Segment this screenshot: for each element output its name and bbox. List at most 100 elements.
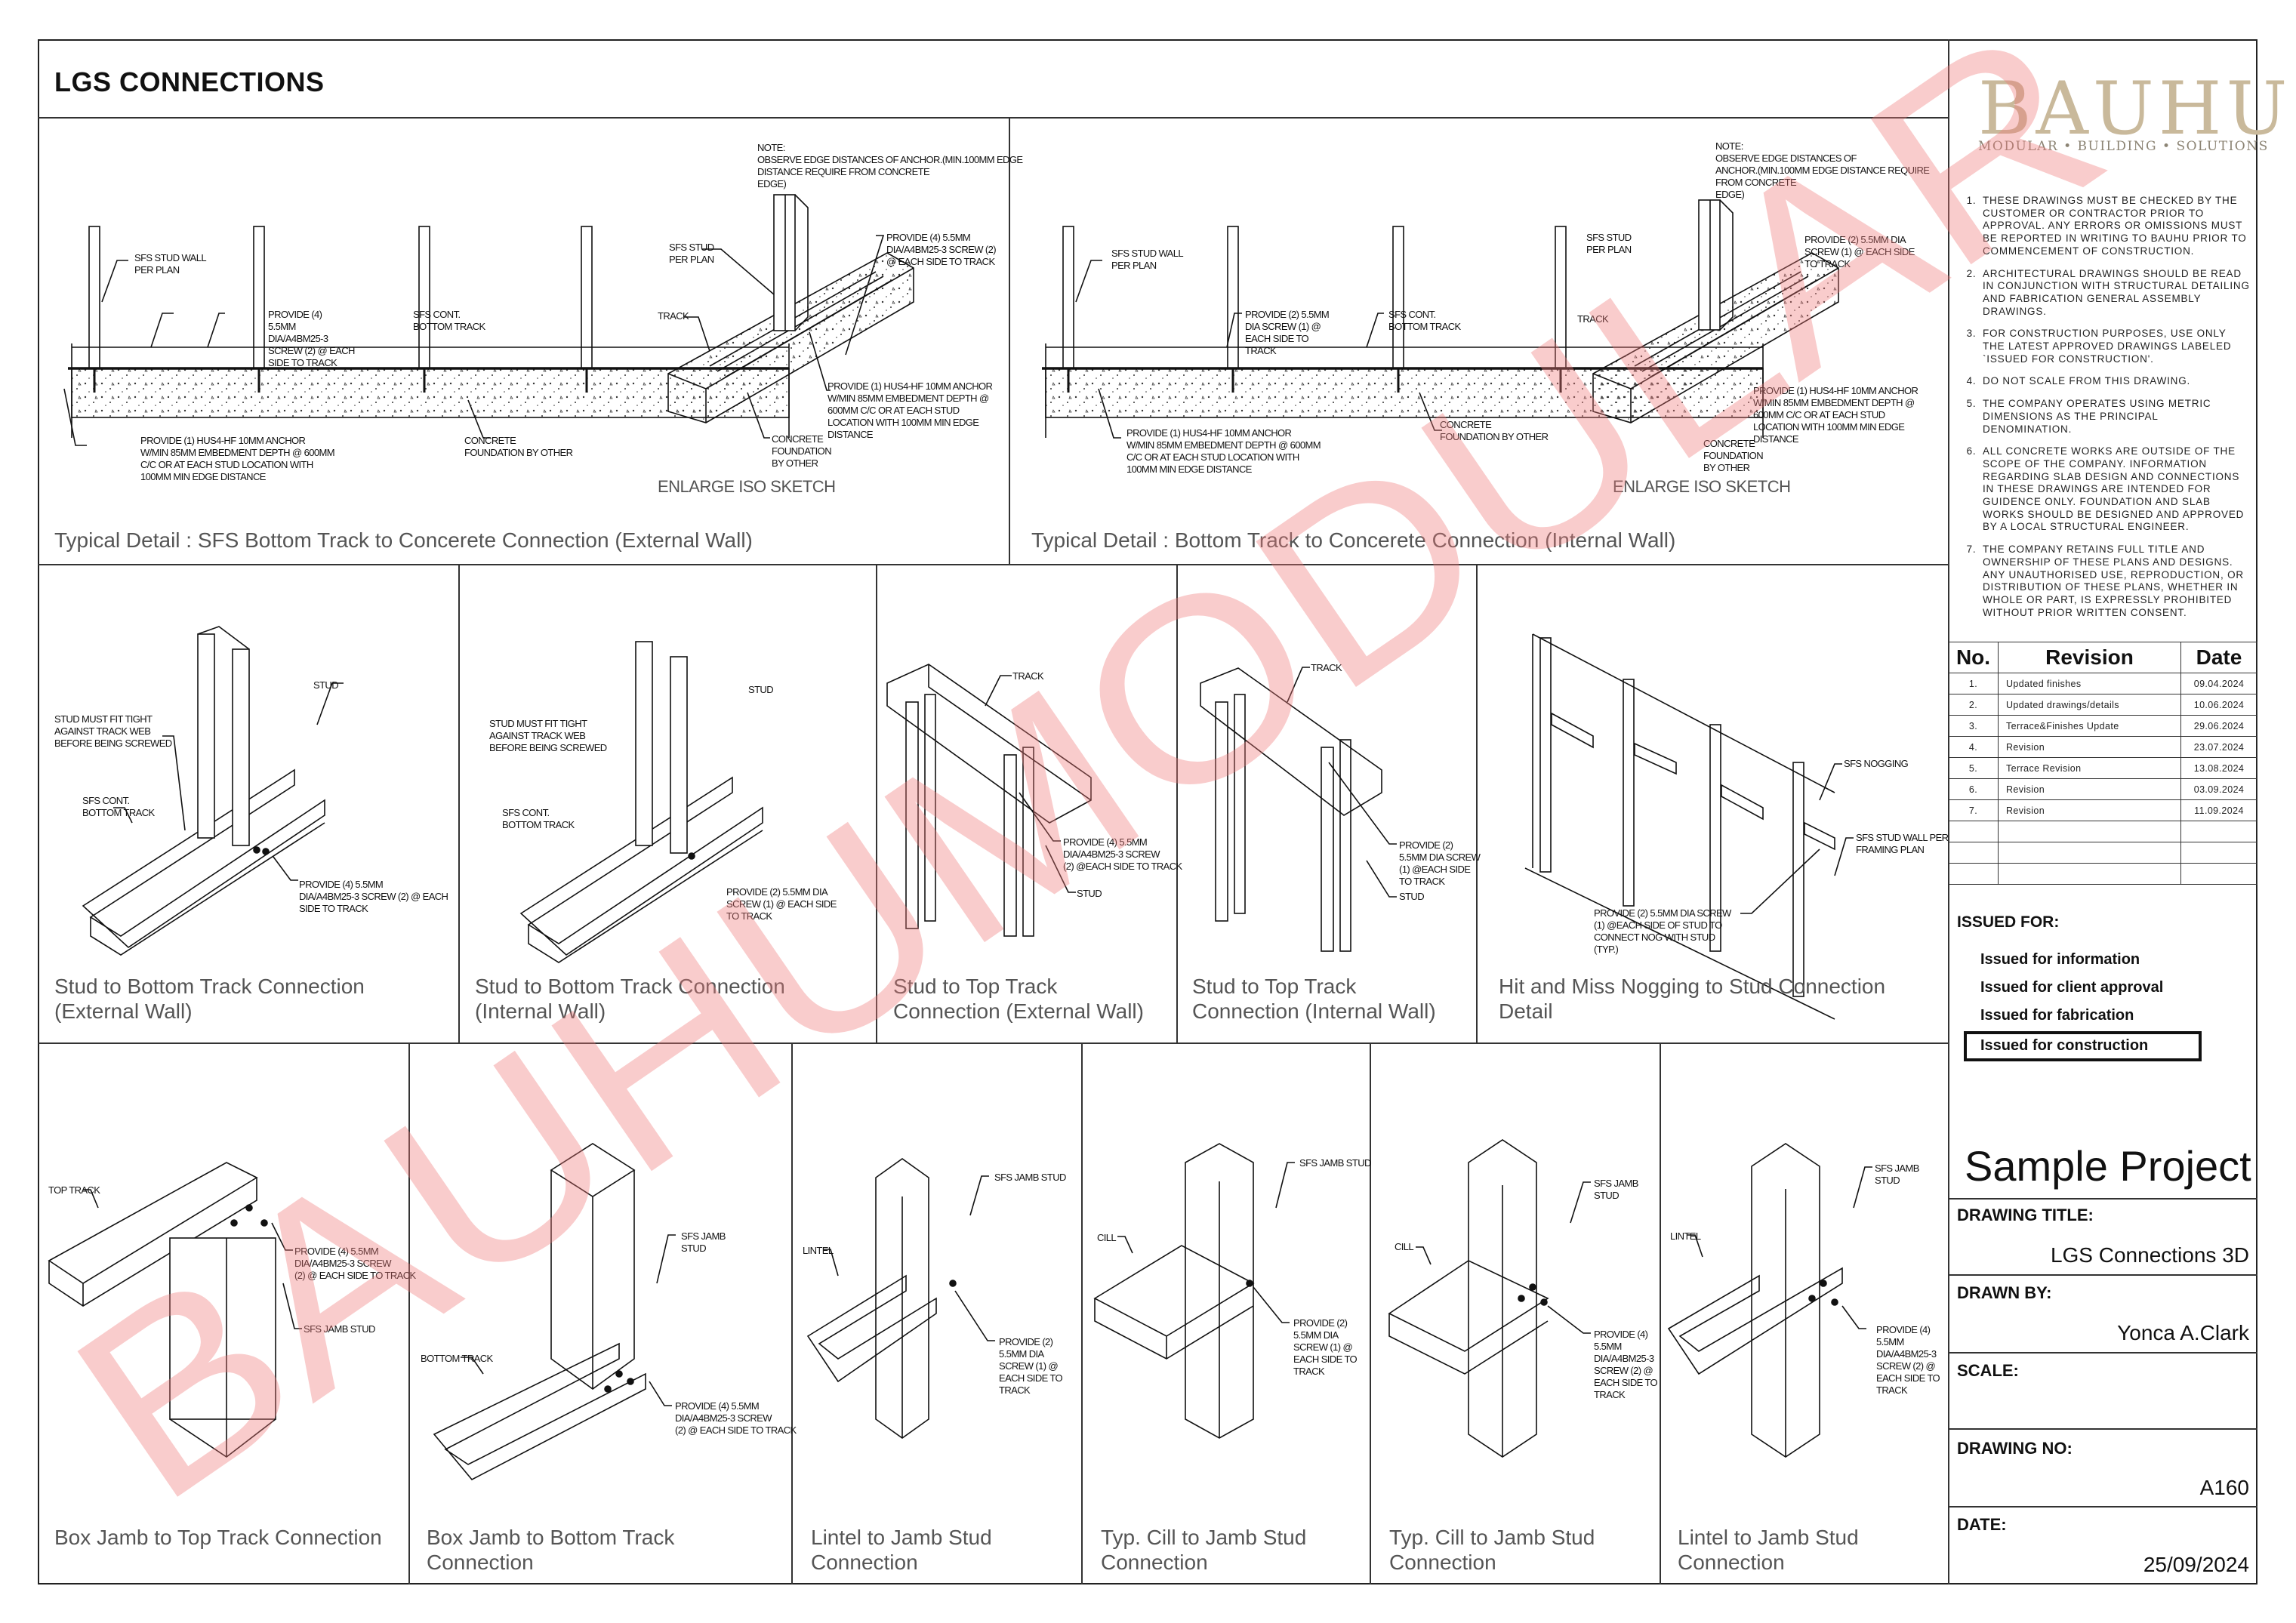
iso-sketch-label: ENLARGE ISO SKETCH xyxy=(1613,477,1791,496)
rev-desc: Revision xyxy=(1998,736,2181,758)
annotation: SFS JAMB STUD xyxy=(1594,1178,1638,1201)
annotation: BOTTOM TRACK xyxy=(421,1353,493,1364)
issued-option-selected-box xyxy=(1964,1031,2202,1061)
divider xyxy=(1948,1274,2257,1276)
annotation: LINTEL xyxy=(803,1245,834,1256)
annotation: LINTEL xyxy=(1670,1230,1701,1242)
sheet-title: LGS CONNECTIONS xyxy=(54,66,325,97)
iso-sketch-label: ENLARGE ISO SKETCH xyxy=(658,477,836,496)
divider xyxy=(1081,1042,1083,1585)
issued-for-heading: ISSUED FOR: xyxy=(1957,913,2060,931)
divider xyxy=(1948,1352,2257,1354)
annotation: PROVIDE (4) 5.5mm DIA/A4BM25-3 SCREW (2)… xyxy=(299,879,448,914)
detail-caption: Box Jamb to Bottom Track Connection xyxy=(427,1526,675,1574)
annotation: PROVIDE (4) 5.5mm DIA/A4BM25-3 SCREW (2)… xyxy=(294,1246,416,1281)
annotation: SFS STUD PER PLAN xyxy=(1586,232,1632,255)
divider xyxy=(408,1042,410,1585)
rev-date: 13.08.2024 xyxy=(2180,757,2257,779)
note-annotation: NOTE: OBSERVE EDGE DISTANCES OF ANCHOR.(… xyxy=(757,142,1023,189)
detail-caption: Stud to Bottom Track Connection (Interna… xyxy=(475,975,785,1023)
annotation: TRACK xyxy=(1577,313,1609,325)
detail-caption: Stud to Top Track Connection (External W… xyxy=(893,975,1144,1023)
lintel-jamb-drawing-2 xyxy=(1667,1143,1872,1458)
issued-option[interactable]: Issued for client approval xyxy=(1980,979,2164,996)
divider xyxy=(1370,1042,1371,1585)
cill-jamb-drawing-2 xyxy=(1388,1139,1591,1458)
rev-desc: Revision xyxy=(1998,778,2181,800)
annotation: CONCRETE FOUNDATION BY OTHER xyxy=(772,433,832,469)
annotation: PROVIDE (2) 5.5mm DIA SCREW (1) @EACH SI… xyxy=(1594,907,1731,955)
annotation: CONCRETE FOUNDATION BY OTHER xyxy=(1703,438,1764,473)
note-item: THE COMPANY OPERATES USING METRIC DIMENS… xyxy=(1980,398,2250,436)
annotation: PROVIDE (4) 5.5mm DIA/A4BM25-3 SCREW (2)… xyxy=(1876,1324,1940,1396)
annotation: SFS CONT. BOTTOM TRACK xyxy=(413,309,485,332)
annotation: STUD xyxy=(313,679,339,691)
divider xyxy=(38,564,1948,565)
stud-bottom-track-int-drawing xyxy=(519,641,763,963)
annotation: STUD MUST FIT TIGHT AGAINST TRACK WEB BE… xyxy=(489,718,607,753)
drawing-title-label: DRAWING TITLE: xyxy=(1957,1206,2094,1224)
rev-desc: Revision xyxy=(1998,799,2181,821)
issued-option[interactable]: Issued for information xyxy=(1980,951,2140,968)
table-header: No. Revision Date xyxy=(1948,642,2257,673)
note-annotation: NOTE: OBSERVE EDGE DISTANCES OF ANCHOR.(… xyxy=(1715,140,1930,200)
annotation: STUD xyxy=(748,684,774,695)
divider xyxy=(458,564,460,1042)
iso-sketch-internal xyxy=(1592,199,1839,423)
divider xyxy=(791,1042,793,1585)
drawn-by-label: DRAWN BY: xyxy=(1957,1283,2052,1302)
annotation: STUD MUST FIT TIGHT AGAINST TRACK WEB BE… xyxy=(54,713,172,749)
note-item: ARCHITECTURAL DRAWINGS SHOULD BE READ IN… xyxy=(1980,268,2250,319)
rev-date: 09.04.2024 xyxy=(2180,673,2257,694)
table-row-empty xyxy=(1948,863,2257,885)
detail-caption: Typ. Cill to Jamb Stud Connection xyxy=(1389,1526,1595,1574)
divider xyxy=(38,1042,1948,1044)
annotation: PROVIDE (2) 5.5mm DIA SCREW (1) @EACH SI… xyxy=(1399,839,1481,887)
divider xyxy=(1948,1506,2257,1508)
rev-no: 3. xyxy=(1948,715,1999,737)
rev-date: 29.06.2024 xyxy=(2180,715,2257,737)
box-jamb-top-track-drawing xyxy=(48,1162,302,1458)
rev-date: 03.09.2024 xyxy=(2180,778,2257,800)
detail-caption: Typical Detail : SFS Bottom Track to Con… xyxy=(54,528,753,552)
rev-desc: Terrace&Finishes Update xyxy=(1998,715,2181,737)
detail-caption: Box Jamb to Top Track Connection xyxy=(54,1526,382,1549)
divider xyxy=(1948,1428,2257,1430)
rev-date: 11.09.2024 xyxy=(2180,799,2257,821)
detail-caption: Lintel to Jamb Stud Connection xyxy=(811,1526,992,1574)
annotation: PROVIDE (1) HUS4-HF 10mm ANCHOR W/MIN 85… xyxy=(1753,385,1918,445)
annotation: TRACK xyxy=(1311,662,1342,673)
issued-option[interactable]: Issued for fabrication xyxy=(1980,1007,2134,1024)
nogging-drawing xyxy=(1524,633,1854,1020)
annotation: PROVIDE (2) 5.5mm DIA SCREW (1) @ EACH S… xyxy=(1293,1317,1358,1377)
note-item: DO NOT SCALE FROM THIS DRAWING. xyxy=(1980,375,2250,388)
issued-option-selected[interactable]: Issued for construction xyxy=(1980,1037,2149,1054)
rev-desc: Updated drawings/details xyxy=(1998,694,2181,716)
note-item: THESE DRAWINGS MUST BE CHECKED BY THE CU… xyxy=(1980,195,2250,258)
annotation: PROVIDE (2) 5.5mm DIA SCREW (1) @ EACH S… xyxy=(999,1336,1063,1396)
annotation: PROVIDE (4) 5.5mm DIA/A4BM25-3 SCREW (2)… xyxy=(1594,1329,1658,1400)
detail-caption: Hit and Miss Nogging to Stud Connection … xyxy=(1499,975,1886,1023)
date-value: 25/09/2024 xyxy=(2143,1553,2249,1576)
annotation: STUD xyxy=(1077,888,1102,899)
annotation: STUD xyxy=(1399,891,1425,902)
detail-caption: Typical Detail : Bottom Track to Concere… xyxy=(1031,528,1676,552)
lintel-jamb-drawing xyxy=(806,1158,995,1439)
rev-date: 10.06.2024 xyxy=(2180,694,2257,716)
annotation: SFS JAMB STUD xyxy=(1875,1163,1919,1186)
company-logo: BAUHU xyxy=(1978,66,2292,151)
annotation: SFS STUD WALL PER PLAN xyxy=(1111,248,1184,271)
date-label: DATE: xyxy=(1957,1515,2007,1534)
annotation: PROVIDE (4) 5.5mm DIA/A4BM25-3 SCREW (2)… xyxy=(675,1400,797,1436)
rev-no: 1. xyxy=(1948,673,1999,694)
column-header: Date xyxy=(2180,642,2257,673)
rev-no: 7. xyxy=(1948,799,1999,821)
detail-caption: Typ. Cill to Jamb Stud Connection xyxy=(1101,1526,1307,1574)
annotation: CONCRETE FOUNDATION BY OTHER xyxy=(464,435,573,458)
